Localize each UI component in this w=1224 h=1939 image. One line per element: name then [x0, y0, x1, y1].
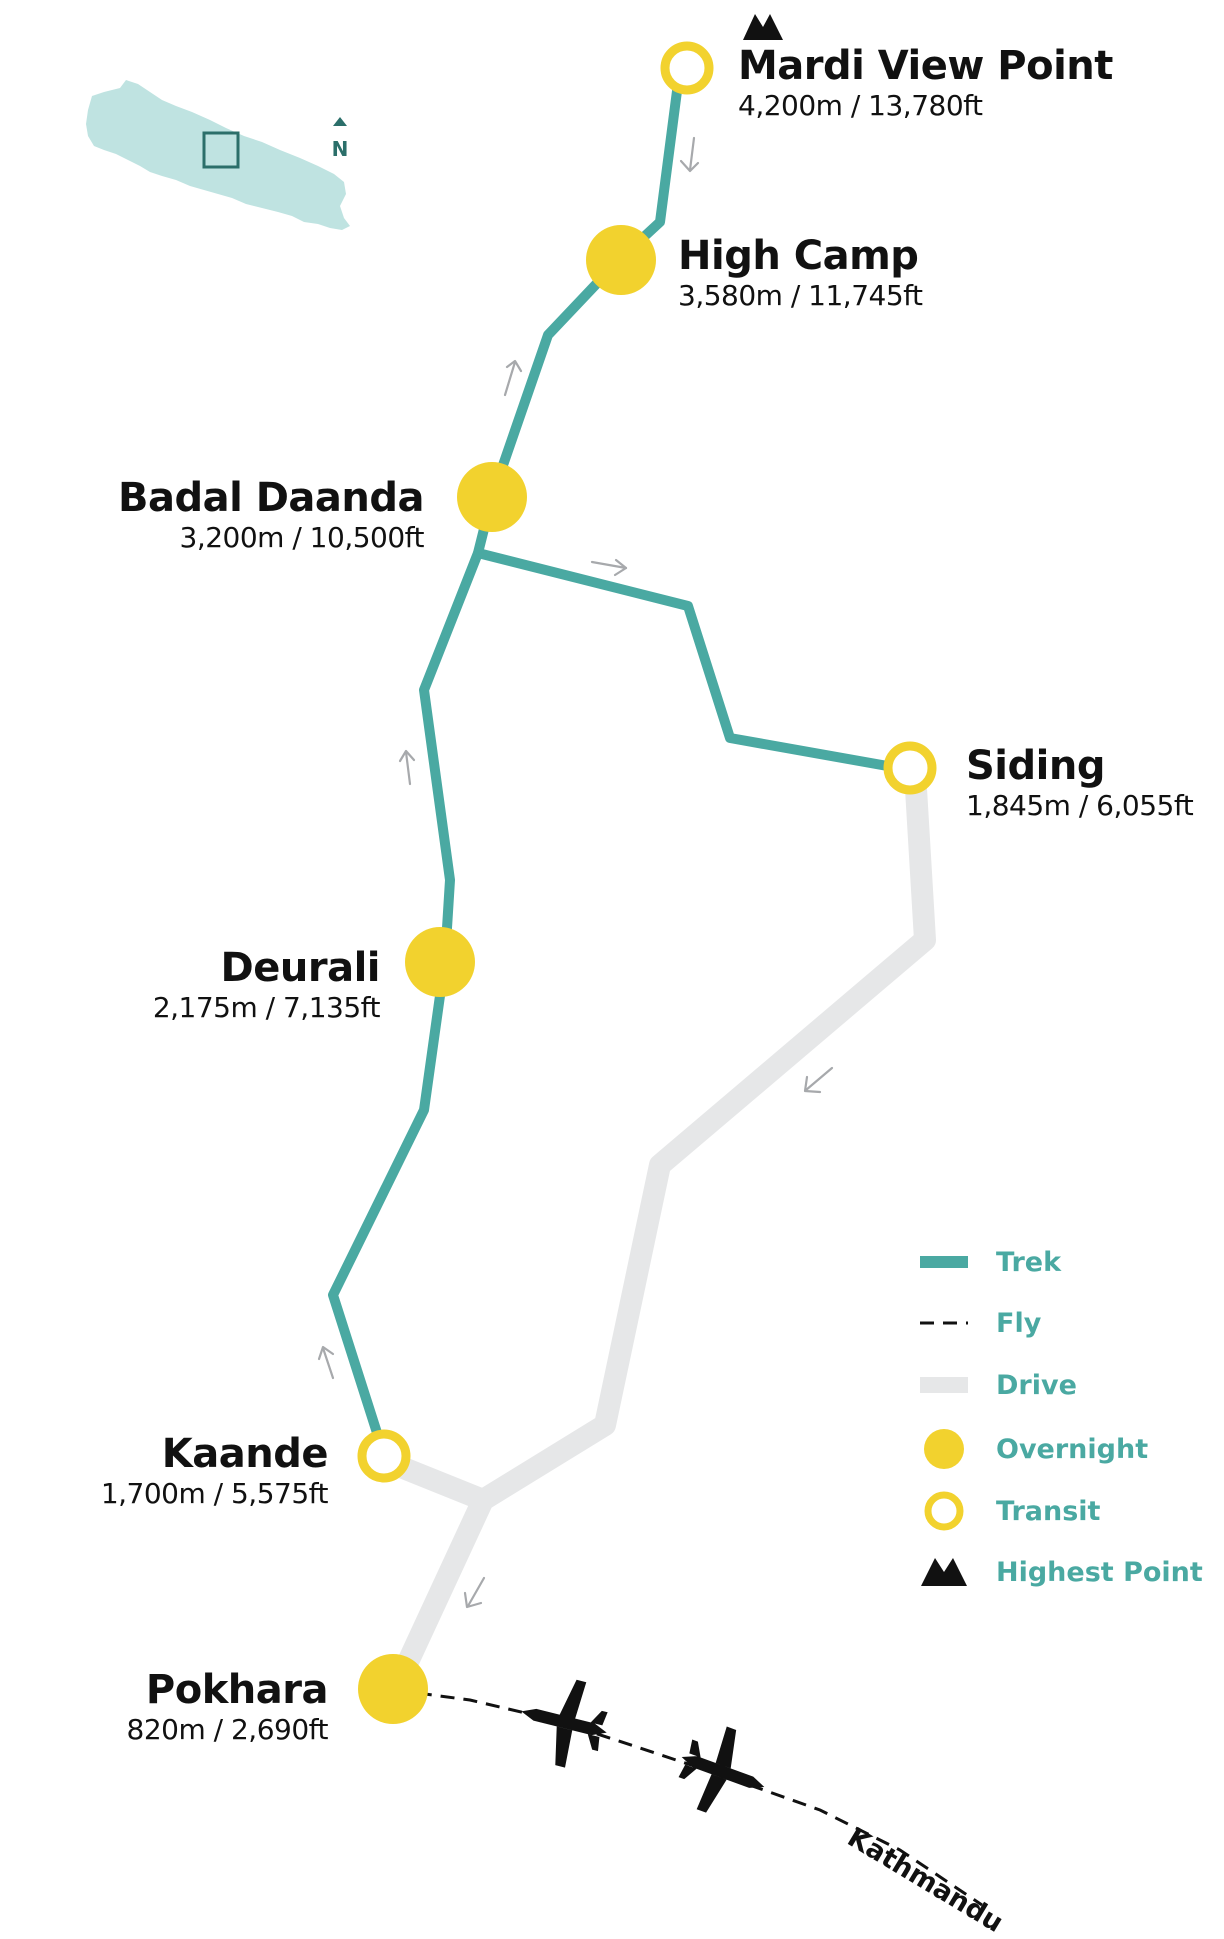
place-elevation: 3,580m / 11,745ft — [678, 279, 923, 312]
stop-marker-deurali-overnight — [405, 927, 475, 997]
trek-segment-siding-branch — [473, 548, 915, 775]
stop-marker-badal-overnight — [457, 462, 527, 532]
nepal-outline-icon — [86, 80, 350, 230]
direction-arrow-icon — [590, 558, 628, 577]
place-elevation: 3,200m / 10,500ft — [179, 521, 425, 554]
stop-marker-highcamp-overnight — [586, 225, 656, 295]
direction-arrow-icon — [803, 1066, 834, 1094]
place-label-deurali: Deurali 2,175m / 7,135ft — [152, 945, 381, 1024]
place-name: Deurali — [220, 945, 381, 991]
place-label-badal: Badal Daanda 3,200m / 10,500ft — [117, 475, 425, 554]
place-name: Pokhara — [145, 1667, 329, 1713]
north-arrow-icon — [333, 117, 347, 126]
place-name: Mardi View Point — [738, 43, 1113, 89]
region-box — [202, 131, 240, 169]
place-name: Kaande — [161, 1431, 329, 1477]
direction-arrow-icon — [398, 749, 416, 786]
place-label-pokhara: Pokhara 820m / 2,690ft — [126, 1667, 329, 1746]
place-elevation: 820m / 2,690ft — [126, 1713, 329, 1746]
place-elevation: 4,200m / 13,780ft — [738, 89, 983, 122]
direction-arrows — [317, 136, 834, 1609]
place-label-kaande: Kaande 1,700m / 5,575ft — [100, 1431, 329, 1510]
airplane-icon — [678, 1726, 765, 1813]
direction-arrow-icon — [503, 359, 523, 397]
airplane-icon — [521, 1679, 608, 1768]
stop-marker-kaande-transit — [357, 1429, 411, 1483]
place-name: High Camp — [678, 233, 919, 279]
highest-point-icon — [743, 14, 783, 40]
legend-overnight-swatch — [924, 1429, 964, 1469]
legend-highest-label: Highest Point — [996, 1557, 1203, 1588]
legend-fly-label: Fly — [996, 1308, 1042, 1339]
route-stops — [357, 41, 937, 1724]
fly-route — [394, 1688, 983, 1907]
legend-trek-label: Trek — [996, 1247, 1062, 1278]
direction-arrow-icon — [463, 1576, 486, 1609]
stop-marker-mardi-transit — [660, 41, 714, 95]
legend-symbols — [920, 1256, 968, 1586]
place-label-mardi: Mardi View Point 4,200m / 13,780ft — [738, 46, 1113, 120]
place-label-highcamp: High Camp 3,580m / 11,745ft — [678, 233, 923, 312]
legend-transit-label: Transit — [996, 1496, 1101, 1527]
north-label: N — [332, 137, 349, 161]
place-elevation: 1,700m / 5,575ft — [100, 1477, 329, 1510]
legend-transit-swatch — [924, 1491, 964, 1531]
nepal-inset: N — [86, 80, 350, 230]
direction-arrow-icon — [317, 1345, 335, 1380]
drive-segment-siding-junction — [472, 761, 936, 1511]
stop-marker-pokhara-overnight — [358, 1654, 428, 1724]
legend-overnight-label: Overnight — [996, 1434, 1149, 1465]
place-elevation: 2,175m / 7,135ft — [152, 991, 381, 1024]
place-elevation: 1,845m / 6,055ft — [966, 789, 1194, 822]
legend-drive-label: Drive — [996, 1370, 1077, 1401]
direction-arrow-icon — [679, 136, 700, 173]
legend-highest-point-icon — [921, 1558, 967, 1586]
place-name: Badal Daanda — [117, 475, 425, 521]
drive-route — [375, 761, 936, 1701]
stop-marker-siding-transit — [883, 741, 937, 795]
place-label-siding: Siding 1,845m / 6,055ft — [966, 743, 1194, 822]
place-name: Siding — [966, 743, 1105, 789]
